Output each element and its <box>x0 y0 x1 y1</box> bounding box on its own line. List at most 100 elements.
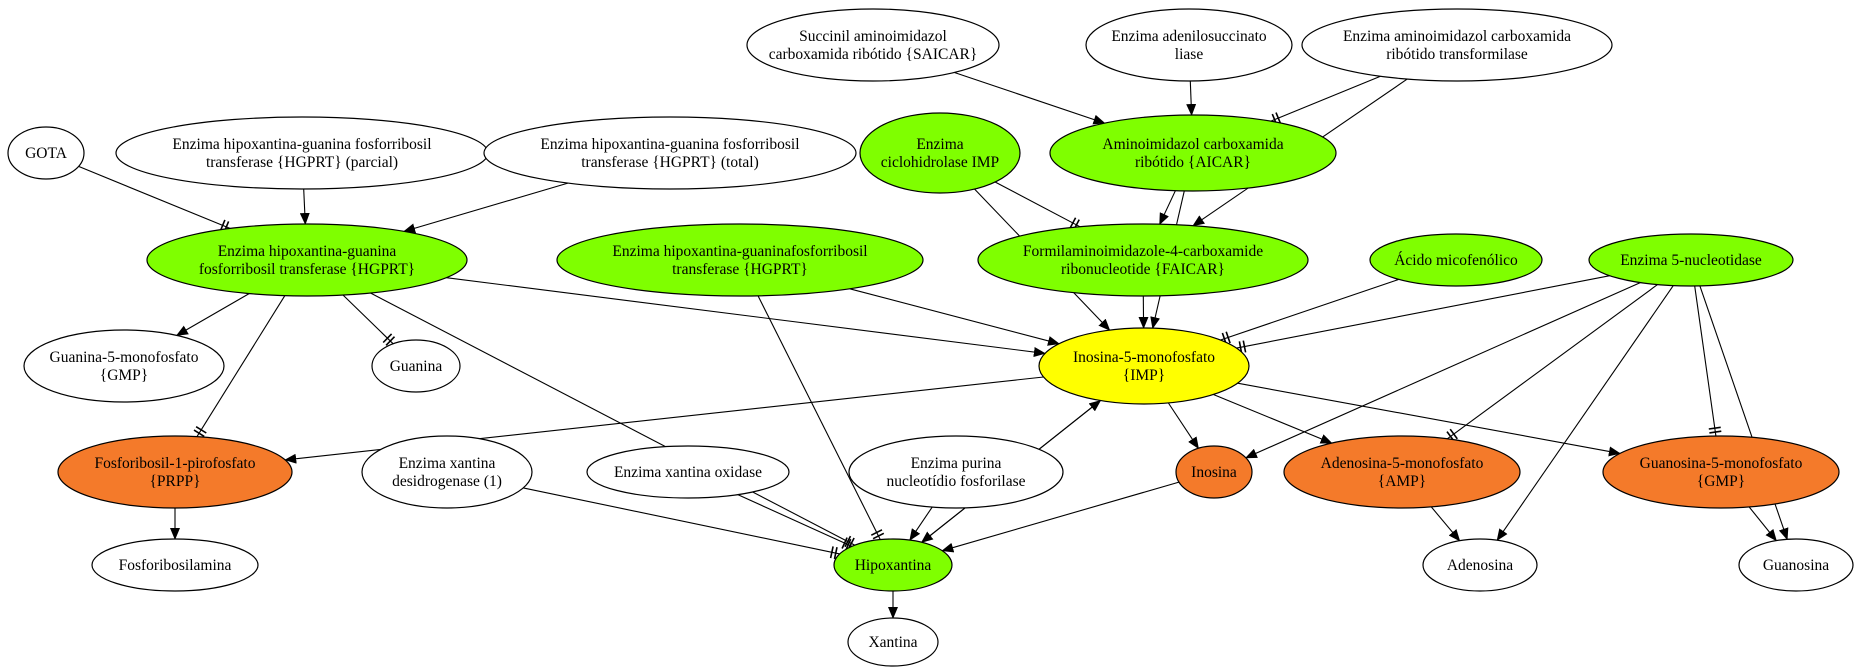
edge-hgprt_a-to-hipoxantina <box>370 292 856 549</box>
edge-line <box>994 181 1081 228</box>
edge-xantina_desidrogenase-to-hipoxantina <box>523 487 840 560</box>
edge-gmp_orange-to-guanosina <box>1748 506 1777 542</box>
edge-nucleotidase-to-inosina <box>1244 282 1641 459</box>
node-ellipse <box>1049 114 1337 192</box>
node-label-line: Fosforibosilamina <box>119 557 232 574</box>
node-ellipse <box>115 116 489 190</box>
edge-line <box>1748 506 1777 542</box>
edge-line <box>78 165 231 229</box>
edge-line <box>299 188 310 225</box>
inhibition-tee-mark <box>841 537 848 549</box>
edge-line <box>1167 402 1199 450</box>
node-label-line: Fosforibosil-1-pirofosfato <box>94 455 255 472</box>
node-transformilase: Enzima aminoimidazol carboxamidaribótido… <box>1301 8 1613 82</box>
node-label-line: {GMP} <box>1697 473 1745 490</box>
edge-line <box>1244 282 1641 459</box>
node-ellipse <box>1175 445 1253 499</box>
edge-nucleotidase-to-adenosina <box>1496 285 1674 542</box>
edge-line <box>175 293 250 336</box>
edge-line <box>370 292 856 546</box>
edge-line <box>1159 190 1176 226</box>
node-label-line: nucleotídio fosforilase <box>886 473 1025 490</box>
node-label-line: GOTA <box>25 145 68 162</box>
edge-line <box>403 182 569 234</box>
node-inosina: Inosina <box>1175 445 1253 499</box>
node-label-line: Aminoimidazol carboxamida <box>1102 136 1283 153</box>
node-ellipse <box>1085 8 1293 82</box>
edge-line <box>523 487 840 555</box>
node-label-line: {GMP} <box>100 367 148 384</box>
node-gmp_orange: Guanosina-5-monofosfato{GMP} <box>1602 435 1840 509</box>
node-label-line: Guanosina-5-monofosfato <box>1640 455 1803 472</box>
inhibition-tee-mark <box>193 429 205 438</box>
node-guanosina: Guanosina <box>1738 538 1854 592</box>
node-label-line: Enzima purina <box>911 455 1002 472</box>
node-xantina_oxidase: Enzima xantina oxidase <box>586 445 790 499</box>
node-label-line: Enzima xantina <box>399 455 496 472</box>
node-label-line: Ácido micofenólico <box>1394 252 1518 269</box>
node-guanina: Guanina <box>371 339 461 393</box>
inhibition-tee-mark <box>833 547 838 560</box>
node-ellipse <box>1283 435 1521 509</box>
node-hgprt_a: Enzima hipoxantina-guaninafosforribosil … <box>146 223 468 297</box>
node-label-line: ciclohidrolase IMP <box>881 154 999 171</box>
inhibition-tee-mark <box>1275 112 1282 125</box>
node-ellipse <box>1588 233 1794 287</box>
edge-hgprt_total-to-hgprt_a <box>403 182 569 234</box>
node-label-line: desidrogenase (1) <box>392 473 502 490</box>
inhibition-tee-mark <box>1708 426 1721 430</box>
edge-line <box>1446 284 1658 440</box>
edge-hgprt_a-to-gmp_white <box>175 293 250 336</box>
node-label-line: fosforribosil transferase {HGPRT} <box>199 261 415 278</box>
node-label-line: Enzima hipoxantina-guaninafosforribosil <box>612 243 867 260</box>
edge-amp-to-adenosina <box>1430 506 1461 542</box>
node-ellipse <box>847 617 939 667</box>
inhibition-tee-mark <box>1709 430 1722 434</box>
edge-aicar-to-faicar <box>1159 190 1176 226</box>
edge-imp-to-inosina <box>1167 402 1199 450</box>
node-label-line: Hipoxantina <box>855 557 932 574</box>
inhibition-tee-mark <box>1449 428 1458 440</box>
inhibition-tee-mark <box>870 529 883 536</box>
edge-line <box>1496 285 1674 542</box>
node-ellipse <box>1369 233 1543 287</box>
edge-line <box>446 277 1046 357</box>
node-label-line: transferase {HGPRT} (parcial) <box>206 154 398 171</box>
node-label-line: {AMP} <box>1378 473 1426 490</box>
node-ellipse <box>977 223 1309 297</box>
edge-line <box>941 481 1180 553</box>
edge-line <box>849 288 1060 346</box>
edge-hgprt_b-to-hipoxantina <box>757 295 885 540</box>
edge-hgprt_a-to-guanina <box>342 294 396 346</box>
edge-hgprt_b-to-imp <box>849 288 1060 346</box>
inhibition-tee-mark <box>872 532 885 540</box>
edge-line <box>757 295 881 540</box>
node-xantina: Xantina <box>847 617 939 667</box>
node-ellipse <box>859 112 1021 194</box>
edge-line <box>1186 80 1197 116</box>
node-label-line: Inosina <box>1191 464 1237 481</box>
node-ellipse <box>371 339 461 393</box>
node-ellipse <box>586 445 790 499</box>
node-label-line: ribótido {AICAR} <box>1135 154 1251 171</box>
node-label-line: Inosina-5-monofosfato <box>1073 349 1215 366</box>
edge-micofenolico-to-imp <box>1220 278 1399 345</box>
node-label-line: {IMP} <box>1123 367 1165 384</box>
edge-line <box>954 71 1106 125</box>
node-label-line: {PRPP} <box>149 473 200 490</box>
node-label-line: Succinil aminoimidazol <box>799 28 947 45</box>
node-label-line: Guanina <box>390 358 443 375</box>
node-label-line: Formilaminoimidazole-4-carboxamide <box>1023 243 1263 260</box>
edge-transformilase-to-aicar <box>1270 75 1381 126</box>
node-label-line: ribonucleotide {FAICAR} <box>1061 261 1225 278</box>
node-ellipse <box>361 435 533 509</box>
node-nucleotidase: Enzima 5-nucleotidase <box>1588 233 1794 287</box>
edge-line <box>1270 75 1381 122</box>
node-ellipse <box>556 223 924 297</box>
inhibition-tee-mark <box>829 546 834 559</box>
inhibition-tee-mark <box>1069 217 1077 229</box>
inhibition-tee-mark <box>1242 340 1247 353</box>
